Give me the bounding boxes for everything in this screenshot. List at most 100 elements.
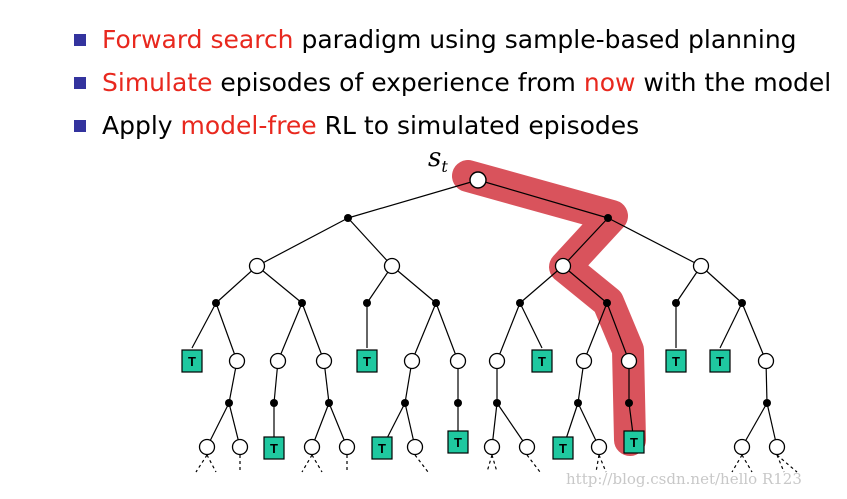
action-node — [325, 399, 333, 407]
continuation-stub — [195, 454, 208, 473]
root-state-symbol: s — [428, 143, 442, 173]
action-node — [363, 299, 371, 307]
bullet-plain: paradigm using sample-based planning — [293, 25, 797, 54]
tree-edge — [301, 302, 325, 362]
action-node — [298, 299, 306, 307]
bullet-text: Simulate episodes of experience from now… — [102, 61, 831, 104]
terminal-box — [371, 436, 393, 460]
tree-edge — [215, 265, 258, 304]
bullet-square-icon — [74, 77, 86, 89]
tree-edge — [606, 302, 630, 362]
tree-edge — [256, 217, 349, 267]
state-node — [483, 438, 501, 456]
terminal-label: T — [672, 354, 680, 369]
tree-edge — [741, 402, 768, 448]
state-node — [406, 438, 424, 456]
terminal-label: T — [454, 435, 462, 450]
tree-edge — [191, 302, 217, 349]
tree-edge — [700, 265, 743, 304]
root-state-subscript: t — [441, 157, 448, 177]
root-state-label: st — [428, 143, 448, 176]
terminal-box — [623, 430, 645, 454]
continuation-stub — [595, 454, 600, 473]
tree-edge — [277, 302, 303, 362]
tree-edge — [496, 402, 528, 448]
state-node — [403, 352, 421, 370]
terminal-node: T — [181, 349, 203, 373]
tree-edge — [583, 302, 608, 362]
bullet-text: Forward search paradigm using sample-bas… — [102, 18, 797, 61]
state-node — [518, 438, 536, 456]
state-node — [248, 257, 266, 275]
action-node — [763, 399, 771, 407]
bullet-plain: with the model — [635, 68, 832, 97]
action-node — [574, 399, 582, 407]
terminal-box — [552, 436, 574, 460]
continuation-stub — [206, 454, 217, 473]
action-node — [454, 399, 462, 407]
terminal-node: T — [552, 436, 574, 460]
state-node — [590, 438, 608, 456]
bullet-emphasis: Forward search — [102, 25, 294, 54]
tree-edge — [347, 179, 479, 219]
action-node — [401, 399, 409, 407]
terminal-node: T — [623, 430, 645, 454]
action-node — [738, 299, 746, 307]
state-node — [575, 352, 593, 370]
terminal-label: T — [363, 354, 371, 369]
terminal-node: T — [371, 436, 393, 460]
continuation-stub — [526, 454, 541, 473]
terminal-label: T — [538, 354, 546, 369]
tree-edge — [519, 265, 564, 304]
state-node — [488, 352, 506, 370]
action-node — [344, 214, 352, 222]
state-node — [554, 257, 572, 275]
terminal-box — [181, 349, 203, 373]
state-node — [315, 352, 333, 370]
terminal-box — [447, 430, 469, 454]
action-node — [625, 399, 633, 407]
tree-edge — [496, 302, 521, 362]
state-node — [757, 352, 775, 370]
terminal-node: T — [263, 436, 285, 460]
terminal-box — [665, 349, 687, 373]
bullet-plain: Apply — [102, 111, 181, 140]
terminal-node: T — [447, 430, 469, 454]
bullet-plain: episodes of experience from — [212, 68, 584, 97]
state-node — [338, 438, 356, 456]
continuation-stub — [776, 454, 798, 473]
continuation-stub — [486, 454, 493, 473]
terminal-node: T — [356, 349, 378, 373]
tree-edge — [719, 302, 743, 349]
root-state-node — [469, 171, 487, 189]
terminal-label: T — [559, 441, 567, 456]
state-node — [231, 438, 249, 456]
action-node — [493, 399, 501, 407]
terminal-box — [531, 349, 553, 373]
tree-edge — [477, 179, 609, 219]
tree-edge — [411, 302, 437, 362]
action-node — [225, 399, 233, 407]
action-node — [604, 214, 612, 222]
bullet-plain: RL to simulated episodes — [316, 111, 640, 140]
state-node — [383, 257, 401, 275]
state-node — [692, 257, 710, 275]
tree-edge — [607, 217, 702, 267]
tree-edge — [435, 302, 459, 362]
state-node — [733, 438, 751, 456]
tree-edge — [206, 402, 230, 448]
state-node — [620, 352, 638, 370]
bullet-emphasis: now — [583, 68, 636, 97]
state-node — [449, 352, 467, 370]
continuation-stub — [491, 454, 498, 473]
tree-edge — [215, 302, 238, 362]
bullet-square-icon — [74, 34, 86, 46]
bullet-square-icon — [74, 120, 86, 132]
continuation-stub — [301, 454, 313, 473]
tree-edge — [562, 217, 609, 267]
terminal-label: T — [378, 441, 386, 456]
terminal-label: T — [270, 441, 278, 456]
terminal-node: T — [709, 349, 731, 373]
continuation-stub — [414, 454, 429, 473]
